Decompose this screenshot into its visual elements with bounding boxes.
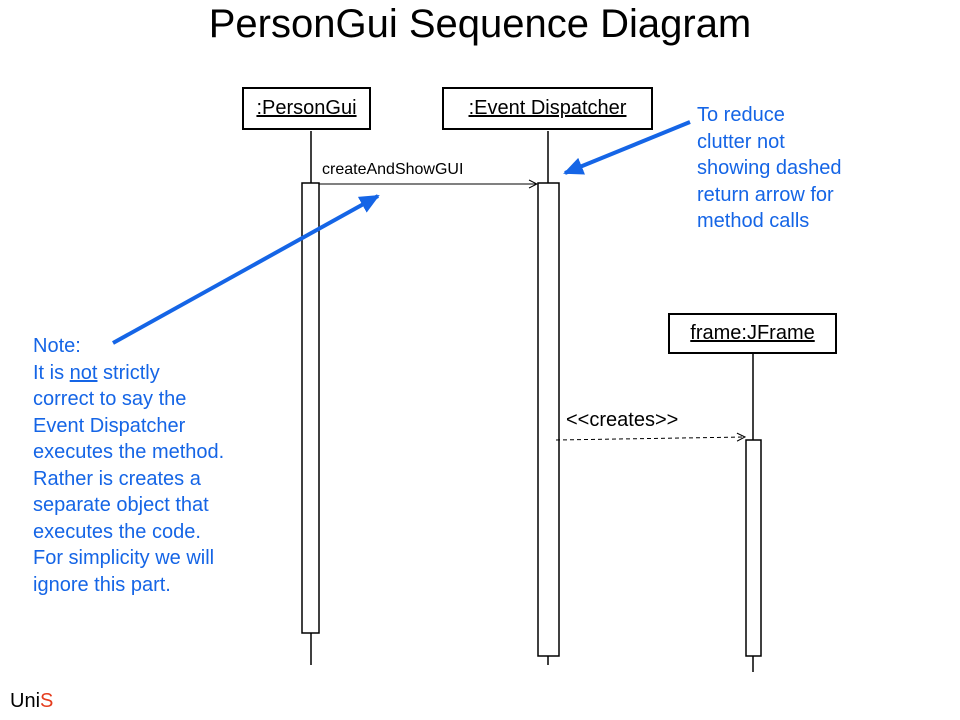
unis-logo: UniS: [10, 690, 53, 713]
note-left-line: It is not strictly: [33, 360, 224, 387]
note-left-line: executes the method.: [33, 441, 225, 463]
note-left-line: For simplicity we will: [33, 547, 215, 569]
note-right-line: showing dashed: [697, 157, 842, 179]
object-persongui-label: :PersonGui: [256, 97, 356, 119]
note-left-line: Event Dispatcher: [33, 414, 186, 437]
activation-persongui: [301, 182, 320, 634]
object-event-dispatcher-label: :Event Dispatcher: [469, 97, 627, 119]
note-left-line: separate object that: [33, 494, 209, 516]
note-left-text: It is: [33, 361, 70, 384]
activation-event-dispatcher: [537, 182, 560, 657]
logo-text-s: S: [40, 690, 54, 712]
callout-arrow-right: [563, 120, 691, 175]
note-left-line: executes the code.: [33, 520, 201, 543]
object-prefix: :: [256, 97, 263, 119]
diagram-title: PersonGui Sequence Diagram: [208, 2, 752, 46]
activation-frame: [745, 439, 762, 657]
note-right-line: method calls: [697, 210, 810, 232]
message-arrow-creates: [555, 437, 745, 440]
logo-text-uni: Uni: [10, 690, 41, 712]
callout-arrow-left: [112, 194, 380, 345]
note-right-line: clutter not: [697, 130, 785, 153]
note-left-line: ignore this part.: [33, 573, 171, 596]
note-left-text: strictly: [97, 361, 160, 384]
object-persongui: :PersonGui: [242, 87, 371, 130]
object-prefix: :: [468, 97, 475, 119]
note-left-line: Rather is creates a: [33, 467, 201, 490]
object-name: PersonGui: [262, 97, 357, 119]
message-label-creates: <<creates>>: [566, 409, 679, 431]
object-name: Event Dispatcher: [474, 97, 627, 119]
note-right-line: To reduce: [697, 104, 785, 126]
note-left-emphasis: not: [69, 361, 98, 384]
object-frame-label: frame:JFrame: [690, 322, 815, 344]
note-left-heading: Note:: [33, 335, 81, 357]
object-frame: frame:JFrame: [668, 313, 837, 354]
note-right: To reduce clutter not showing dashed ret…: [697, 102, 842, 235]
note-right-line: return arrow for: [697, 183, 834, 206]
message-label-create-and-show: createAndShowGUI: [322, 161, 464, 178]
object-event-dispatcher: :Event Dispatcher: [442, 87, 653, 130]
note-left: Note: It is not strictly correct to say …: [33, 333, 224, 598]
note-left-line: correct to say the: [33, 388, 187, 410]
